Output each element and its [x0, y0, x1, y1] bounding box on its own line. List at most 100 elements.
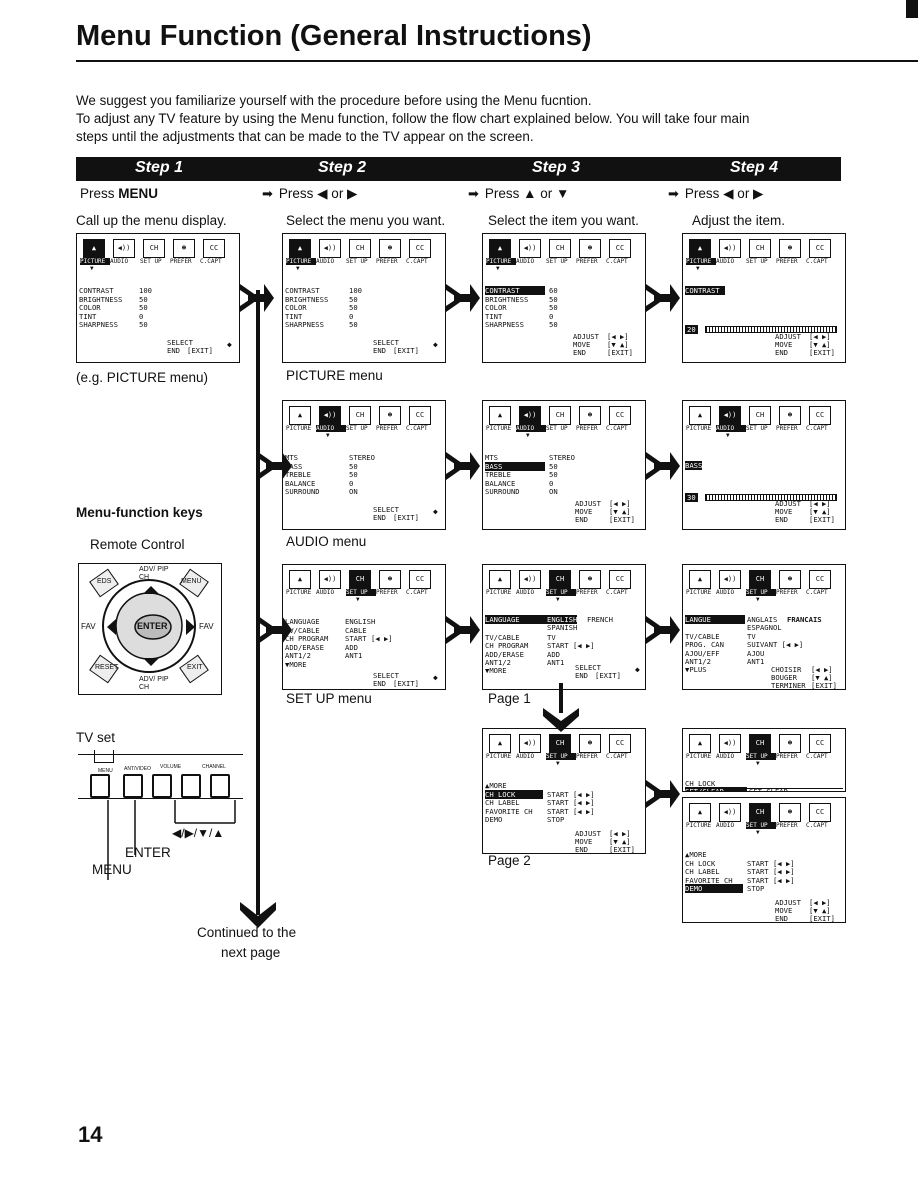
selected-tab-pointer-icon: ▼ [556, 760, 560, 767]
menu-item-name: CH PROGRAM [285, 634, 329, 643]
setup-tab-label: SET UP [346, 589, 376, 596]
intro-line-2: To adjust any TV feature by using the Me… [76, 111, 750, 126]
ccapt-tab-label: C.CAPT [606, 258, 628, 265]
tv-channel-button[interactable] [210, 774, 230, 798]
press-prefix: Press [684, 186, 724, 201]
footer-exit: [EXIT] [609, 515, 635, 524]
tv-antvideo-button[interactable] [123, 774, 143, 798]
selected-tab-pointer-icon: ▼ [696, 265, 700, 272]
picture-menu-icon: ▲ [489, 406, 511, 425]
setup-tab-label: SET UP [746, 753, 776, 760]
footer-end: END [575, 515, 588, 524]
ccapt-menu-icon: CC [409, 239, 431, 258]
menu-item-name: CH LOCK [485, 789, 543, 799]
footer-end: END [775, 914, 788, 923]
menu-item-name: ▼MORE [485, 666, 507, 676]
footer-exit: [EXIT] [609, 845, 635, 854]
eds-key-label: EDS [97, 578, 112, 585]
french-footer-name: BOUGER [771, 673, 797, 682]
tv-volume-up-button[interactable] [181, 774, 201, 798]
title-rule [76, 60, 918, 62]
select-arrows-icon: ◆ [433, 340, 438, 349]
enter-callout-label: ENTER [125, 845, 171, 860]
footer-ud: [▼ ▲] [809, 906, 831, 915]
footer-adjust: ADJUST [575, 499, 601, 508]
select-arrows-icon: ◆ [433, 673, 438, 682]
picture-tab-label: PICTURE [686, 425, 712, 432]
menu-item-value: 50 [349, 320, 358, 329]
flow-line-vertical [256, 290, 260, 915]
menu-item-name: TINT [485, 311, 503, 321]
menu-item-name: ▼MORE [285, 659, 307, 669]
menu-item-name: DEMO [485, 815, 503, 824]
prefer-tab-label: PREFER [576, 753, 598, 760]
contrast-step3-value: 60 [549, 286, 564, 295]
reset-key-label: RESET [95, 664, 119, 671]
picture-tab-label: PICTURE [486, 425, 512, 432]
audio-tab-label: AUDIO [516, 589, 535, 596]
down-arrow-icon [240, 902, 276, 928]
footer-move: MOVE [775, 507, 793, 516]
audio-tab-label: AUDIO [316, 425, 346, 432]
audio-tab-label: AUDIO [110, 258, 129, 265]
menu-item-name: BALANCE [285, 478, 316, 488]
menu-item-name: SURROUND [485, 487, 520, 496]
menu-item-name: CH PROGRAM [485, 641, 529, 651]
step-bar [76, 157, 841, 181]
setup-tab-label: SET UP [346, 258, 368, 265]
ccapt-menu-icon: CC [809, 803, 831, 822]
menu-item-value: AJOU [747, 648, 765, 658]
footer-end: END [373, 513, 386, 522]
setup-menu-icon: CH [549, 406, 571, 425]
menu-item-value: STOP [547, 815, 565, 824]
step-2-label: Step 2 [318, 159, 367, 176]
footer-end: END [575, 671, 588, 680]
footer-exit: [EXIT] [809, 914, 835, 923]
menu-item-value: ADD [345, 642, 358, 652]
page-tab-marker [906, 0, 918, 18]
menu-item-name: SHARPNESS [285, 320, 324, 329]
menu-item-name: BASS [285, 461, 303, 471]
press-key: ◀ or ▶ [317, 186, 358, 201]
menu-item-value: 50 [549, 461, 558, 471]
flow-right-arrow-icon [446, 616, 480, 644]
picture-menu-icon: ▲ [689, 734, 711, 753]
menu-item-value: START [◀ ▶] [547, 806, 595, 816]
prefer-menu-icon: ☻ [379, 406, 401, 425]
setup-menu-icon: CH [749, 239, 771, 258]
prefer-tab-label: PREFER [376, 425, 398, 432]
footer-exit: [EXIT] [393, 513, 419, 522]
menu-item-name: AJOU/EFF [685, 648, 720, 658]
audio-menu-icon: ◀)) [519, 406, 541, 425]
audio-tab-label: AUDIO [316, 258, 335, 265]
ccapt-menu-icon: CC [609, 570, 631, 589]
audio-tab-label: AUDIO [516, 258, 535, 265]
ccapt-menu-icon: CC [409, 570, 431, 589]
footer-end: END [167, 346, 180, 355]
page-number: 14 [78, 1122, 103, 1147]
menu-item-name: BALANCE [485, 478, 516, 488]
adjust-level-bar [705, 326, 837, 333]
step-3-press: ➡Press ▲ or ▼ [468, 186, 569, 202]
ccapt-menu-icon: CC [609, 406, 631, 425]
audio-menu-icon: ◀)) [719, 734, 741, 753]
ccapt-menu-icon: CC [609, 239, 631, 258]
remote-keypad: ADV/ PIP CH ADV/ PIP CH ENTER FAV FAV ME… [78, 563, 222, 695]
menu-item-value: TV [547, 633, 556, 642]
audio-menu-icon: ◀)) [519, 239, 541, 258]
intro-text: We suggest you familiarize yourself with… [76, 92, 876, 146]
audio-tab-label: AUDIO [716, 425, 746, 432]
press-prefix: Press [278, 186, 318, 201]
menu-item-name: LANGUAGE [285, 617, 320, 626]
tv-volume-down-button[interactable] [152, 774, 172, 798]
menu-item-name: TV/CABLE [685, 632, 720, 641]
picture-menu-icon: ▲ [689, 406, 711, 425]
tv-menu-button[interactable] [90, 774, 110, 798]
setup-menu-icon: CH [749, 570, 771, 589]
setup-tab-label: SET UP [546, 425, 568, 432]
